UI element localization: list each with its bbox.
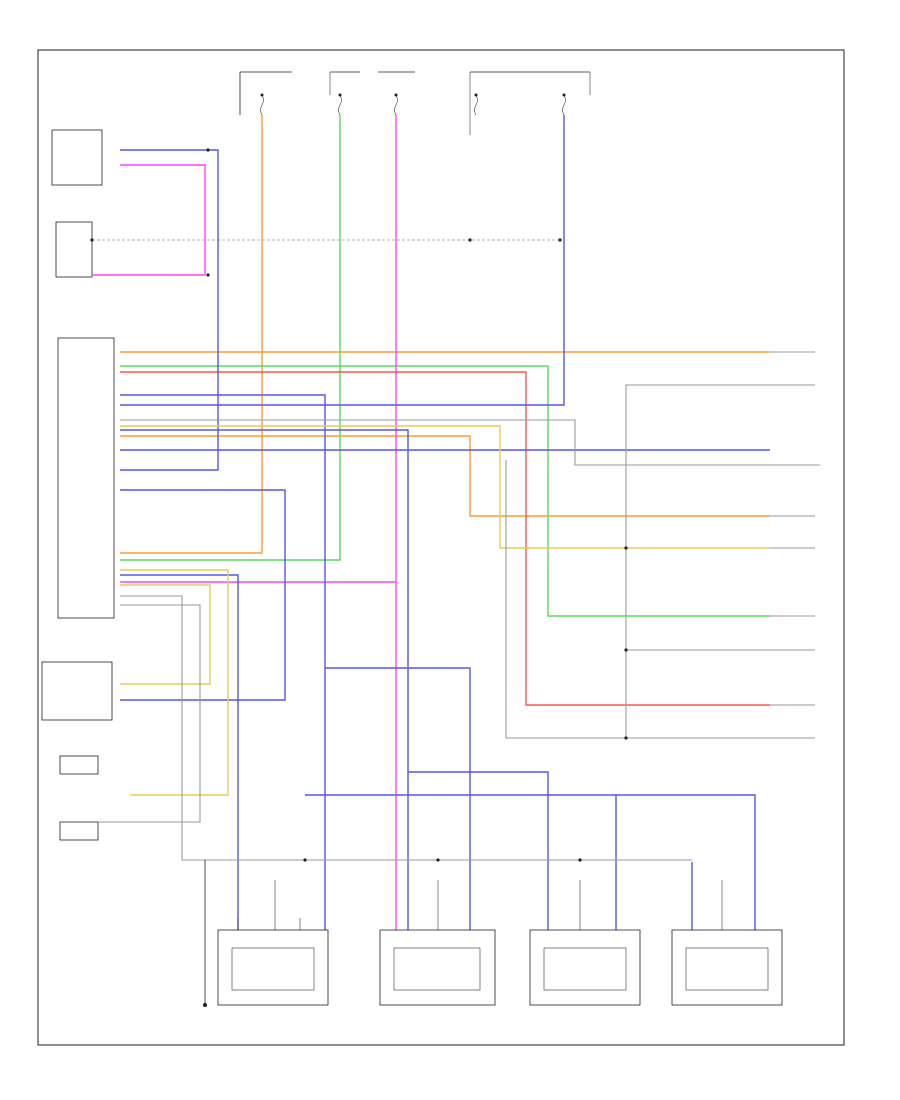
bottom-component-2 — [379, 880, 496, 1006]
left-mid-component — [55, 221, 93, 278]
left-upper-component — [51, 129, 103, 186]
bottom-component-3 — [529, 880, 641, 1006]
control-unit-connector — [57, 337, 115, 619]
wire-yellow — [120, 425, 770, 796]
wire-red — [120, 371, 770, 706]
left-module — [41, 661, 113, 721]
right-sensor-3 — [770, 615, 815, 651]
wire-blue — [120, 115, 770, 930]
wire-magenta — [92, 115, 397, 930]
fuse-icon — [394, 93, 398, 116]
junction-dots — [90, 148, 628, 862]
wire-green — [120, 115, 770, 617]
right-sensor-2 — [770, 515, 815, 549]
fuse-icon — [474, 93, 478, 116]
fuse-icon — [338, 93, 342, 116]
fuse-icon — [562, 93, 566, 116]
wire-orange — [120, 115, 770, 554]
left-lower-sensor — [59, 755, 99, 841]
bottom-component-4 — [671, 880, 783, 1006]
right-sensor-1 — [770, 351, 815, 386]
right-sensor-4 — [770, 704, 815, 739]
diagram-frame — [37, 49, 845, 1046]
wire-gray — [98, 384, 820, 861]
fuse-icon — [260, 93, 264, 116]
fuse-bus — [239, 71, 591, 135]
bottom-component-1 — [217, 880, 329, 1006]
